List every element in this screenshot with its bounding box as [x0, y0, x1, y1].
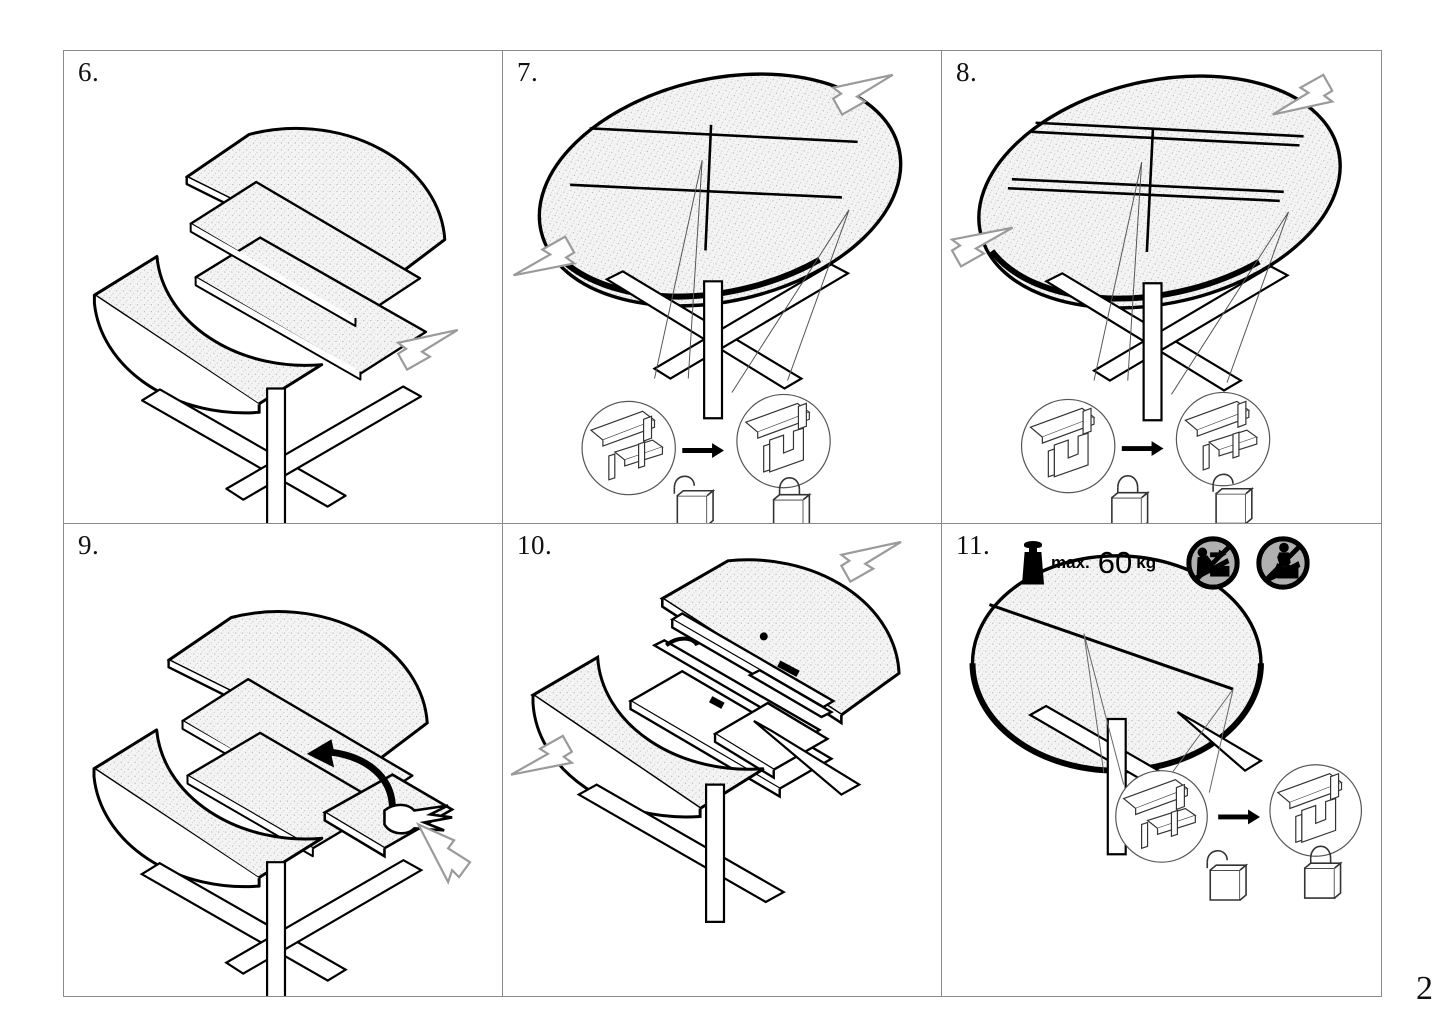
push-arrow-bottom-left: [510, 733, 575, 776]
step-number-9: 9.: [78, 529, 100, 560]
padlock-open-icon: [1206, 849, 1249, 901]
padlock-open-icon: [673, 475, 716, 523]
panel-step-10: 10.: [503, 523, 942, 996]
step-number-6: 6.: [78, 57, 100, 87]
instruction-grid: 6.: [63, 50, 1382, 997]
transition-arrow: [682, 443, 724, 458]
illustration-step-6: [92, 126, 459, 523]
illustration-step-9: [92, 609, 472, 996]
no-standing-on-table-icon: [1256, 535, 1310, 590]
panel-step-6: 6.: [64, 51, 503, 524]
panel-step-7: 7.: [503, 51, 942, 524]
padlock-closed-icon: [1111, 475, 1150, 523]
padlock-closed-icon: [1303, 845, 1343, 899]
prohibition-icons: [1184, 534, 1312, 592]
max-load-value: 60: [1097, 544, 1133, 580]
step-number-10: 10.: [517, 529, 553, 560]
table-top-oval: [537, 72, 903, 308]
illustration-step-10: [510, 540, 902, 923]
detail-before: [1115, 769, 1208, 863]
push-arrow-right: [395, 328, 459, 372]
latch-hook: [665, 636, 699, 647]
page-number: 2: [1416, 970, 1433, 1007]
illustration-step-11: [969, 553, 1363, 901]
step-number-8: 8.: [956, 57, 978, 87]
step-number-7: 7.: [517, 57, 539, 87]
padlock-closed-icon: [772, 477, 812, 523]
detail-before: [581, 400, 676, 496]
push-arrow-bottom-left: [513, 235, 577, 277]
illustration-step-8: [949, 73, 1342, 523]
detail-before: [1020, 398, 1116, 494]
detail-after: [736, 393, 831, 489]
fold-arrow-curved: [306, 738, 396, 809]
panel-step-8: 8.: [942, 51, 1381, 524]
detail-after: [1175, 391, 1271, 487]
panel-step-9: 9.: [64, 523, 503, 996]
transition-arrow: [1218, 808, 1260, 824]
push-arrow-top-right: [830, 73, 894, 117]
transition-arrow: [1121, 441, 1164, 456]
pull-arrow-top-right: [1272, 73, 1335, 116]
load-warning-bar: max. 60 kg: [1020, 528, 1312, 598]
push-arrow-right: [415, 821, 472, 885]
detail-after: [1269, 763, 1363, 857]
max-load-label: max.: [1051, 552, 1090, 572]
step-number-11: 11.: [956, 529, 991, 560]
max-load-unit: kg: [1136, 552, 1157, 572]
no-leaning-on-table-icon: [1186, 535, 1240, 590]
illustration-step-7: [513, 72, 903, 523]
weight-icon: [1020, 540, 1046, 585]
panel-step-11: 11. max. 60 kg: [942, 524, 1381, 997]
push-arrow-top-right: [838, 540, 902, 583]
hand-icon: [383, 803, 453, 835]
pull-arrow-bottom-left: [949, 226, 1014, 268]
padlock-open-icon: [1212, 473, 1255, 523]
